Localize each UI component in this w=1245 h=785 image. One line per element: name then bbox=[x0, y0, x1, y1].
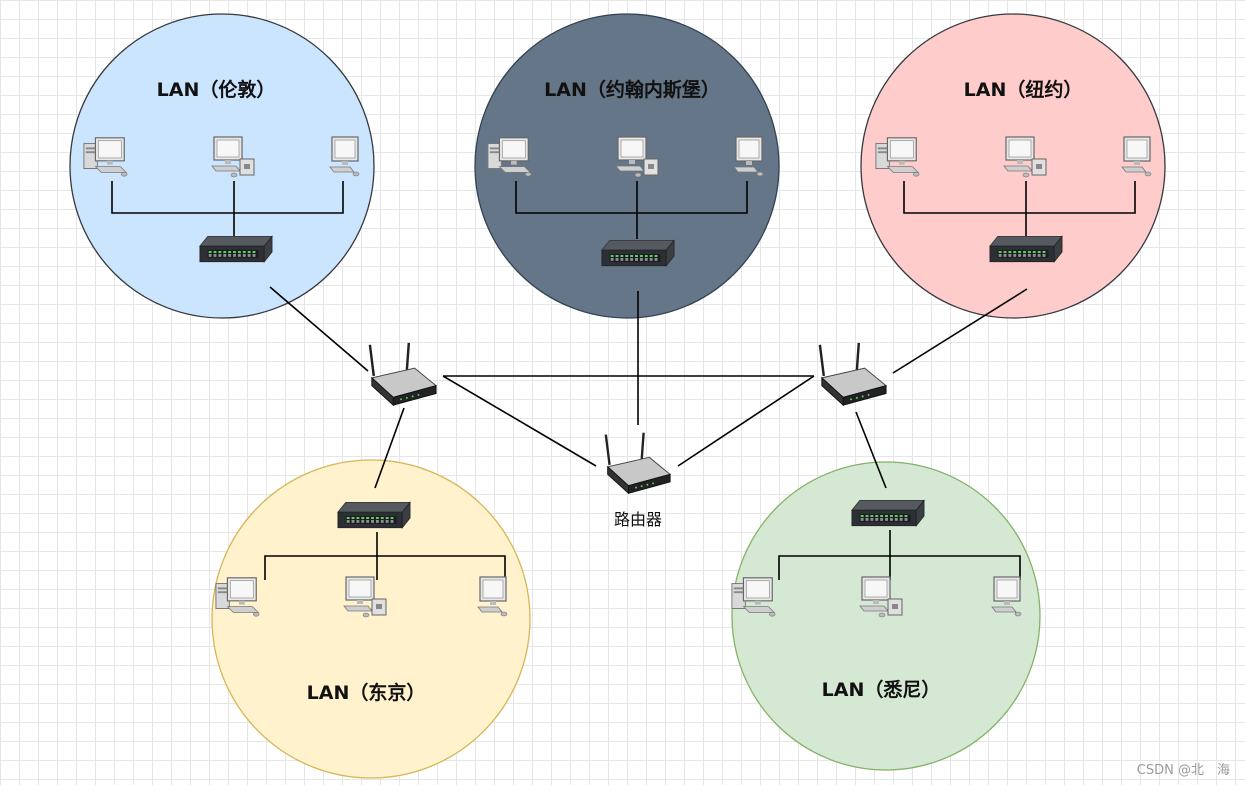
network-switch-icon bbox=[601, 239, 675, 267]
network-switch-icon bbox=[851, 499, 925, 527]
wireless-router-icon bbox=[368, 342, 438, 406]
router-label: 路由器 bbox=[614, 510, 662, 529]
wan-links bbox=[269, 286, 1028, 489]
lan-wiring-london bbox=[111, 181, 344, 236]
lan-wiring-newyork bbox=[903, 181, 1136, 236]
network-switch-icon bbox=[337, 501, 411, 529]
lan-wiring-tokyo bbox=[264, 532, 506, 580]
lan-wiring-sydney bbox=[778, 530, 1021, 580]
wireless-router-icon bbox=[604, 432, 672, 494]
lan-title-newyork: LAN（纽约） bbox=[964, 78, 1083, 101]
lan-title-johannesburg: LAN（约翰内斯堡） bbox=[544, 78, 720, 101]
watermark: CSDN @北 海 bbox=[1137, 763, 1230, 778]
lan-circle-tokyo bbox=[211, 459, 531, 779]
wireless-router-icon bbox=[818, 342, 888, 406]
lan-wiring-johannesburg bbox=[515, 181, 748, 239]
lan-title-tokyo: LAN（东京） bbox=[307, 681, 426, 704]
network-switch-icon bbox=[199, 235, 273, 263]
network-switch-icon bbox=[989, 235, 1063, 263]
lan-circle-sydney bbox=[731, 461, 1041, 771]
lan-title-london: LAN（伦敦） bbox=[157, 78, 276, 101]
lan-title-sydney: LAN（悉尼） bbox=[822, 678, 941, 701]
